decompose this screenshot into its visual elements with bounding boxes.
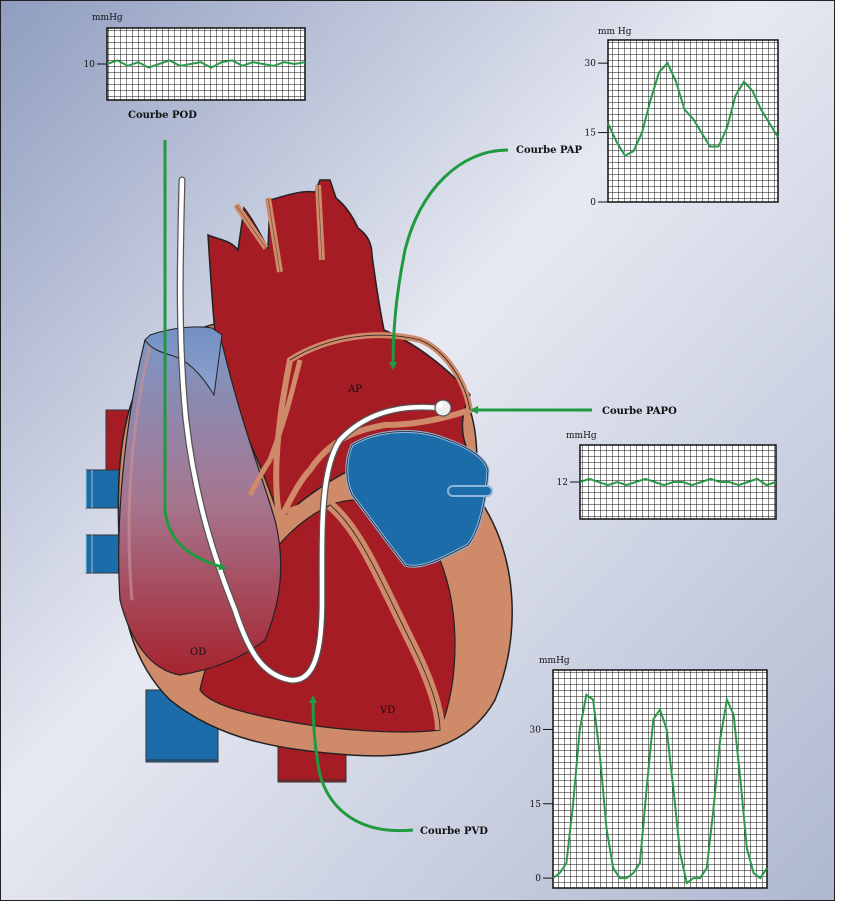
pod-unit: mmHg [92, 13, 123, 23]
label-courbe-pod: Courbe POD [128, 110, 197, 121]
label-od: OD [190, 647, 206, 658]
papo-unit: mmHg [566, 431, 597, 441]
pvd-unit: mmHg [539, 656, 570, 666]
label-courbe-pap: Courbe PAP [516, 145, 583, 156]
pap-unit: mm Hg [598, 27, 632, 37]
monitor-pap: mm Hg 30 15 0 [585, 27, 778, 208]
pvd-tick-label: 0 [535, 874, 541, 884]
label-courbe-pvd: Courbe PVD [420, 826, 488, 837]
label-vd: VD [379, 705, 395, 716]
papo-tick-label: 12 [557, 478, 568, 488]
pap-grid [608, 40, 778, 202]
catheter-balloon [435, 400, 451, 416]
monitor-pvd: mmHg 30 15 0 [530, 656, 767, 888]
pap-tick-label: 15 [585, 129, 597, 139]
pap-tick-label: 30 [585, 59, 597, 69]
pvd-tick-label: 30 [530, 725, 542, 735]
pap-tick-label: 0 [590, 198, 596, 208]
label-courbe-papo: Courbe PAPO [602, 406, 677, 417]
pod-tick-label: 10 [84, 60, 96, 70]
label-ap: AP [347, 384, 362, 395]
pvd-tick-label: 15 [530, 800, 542, 810]
